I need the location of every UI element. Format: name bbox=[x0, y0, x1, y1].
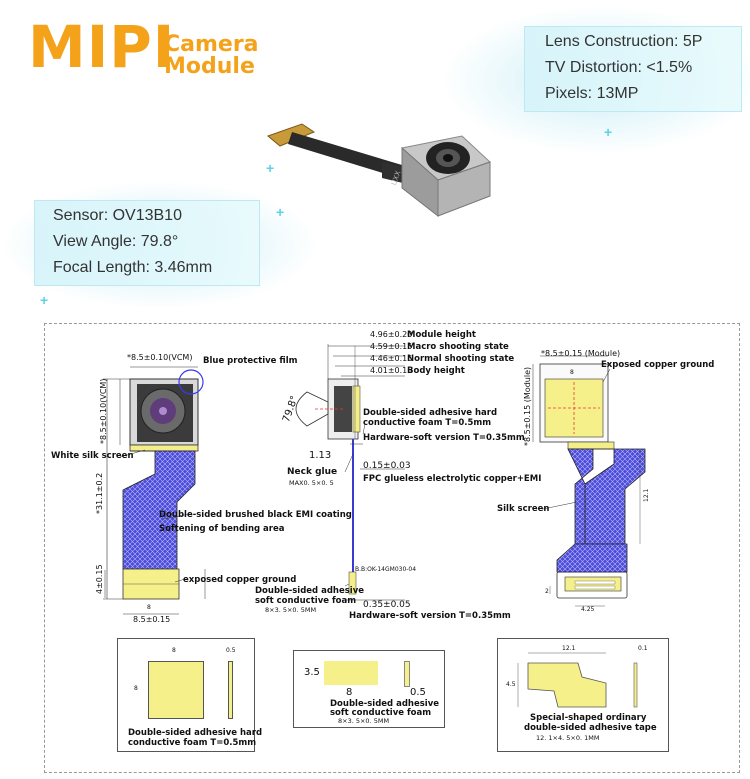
caption-detail1-1: Double-sided adhesive hard bbox=[128, 728, 263, 738]
dim-detail2-height: 3.5 bbox=[304, 667, 320, 678]
dim-detail3-thickness: 0.1 bbox=[638, 645, 648, 652]
dim-tail-425: 4.25 bbox=[581, 606, 595, 613]
dim-detail2-width: 8 bbox=[346, 687, 353, 698]
dim-height-body: 4.01±0.15 bbox=[370, 366, 413, 375]
spec-box-left: Sensor: OV13B10 View Angle: 79.8° Focal … bbox=[34, 200, 260, 286]
drawing-lines bbox=[103, 344, 646, 615]
spec-pixels: Pixels: 13MP bbox=[545, 85, 639, 102]
spec-sensor: Sensor: OV13B10 bbox=[53, 207, 182, 224]
dim-vcm-width: *8.5±0.10(VCM) bbox=[127, 353, 193, 362]
plus-decoration: + bbox=[40, 292, 49, 308]
caption-detail1-2: conductive foam T=0.5mm bbox=[128, 738, 257, 748]
label-white-silk: White silk screen bbox=[51, 451, 134, 461]
label-silk-screen: Silk screen bbox=[497, 504, 550, 514]
dim-back-length: 12.1 bbox=[643, 488, 650, 502]
detail-hard-foam: 8 0.5 8 Double-sided adhesive hard condu… bbox=[117, 638, 262, 752]
caption-detail2-dims: 8×3. 5×0. 5MM bbox=[338, 717, 390, 725]
technical-drawing: *8.5±0.10(VCM) Blue protective film *8.5… bbox=[44, 323, 740, 773]
plus-decoration: + bbox=[266, 160, 275, 176]
caption-detail3-dims: 12. 1×4. 5×0. 1MM bbox=[536, 734, 600, 742]
dim-detail3-height: 4.5 bbox=[506, 681, 516, 688]
plus-decoration: + bbox=[276, 204, 285, 220]
label-normal-shooting: Normal shooting state bbox=[407, 354, 515, 364]
spec-lens-construction: Lens Construction: 5P bbox=[545, 33, 703, 50]
title-camera-module: Camera Module bbox=[164, 34, 259, 78]
caption-detail3-1: Special-shaped ordinary bbox=[530, 713, 647, 723]
dim-height-module: 4.96±0.20 bbox=[370, 330, 413, 339]
dim-tail-thickness: 0.35±0.05 bbox=[363, 600, 411, 610]
label-soft-foam-dims: 8×3. 5×0. 5MM bbox=[265, 606, 317, 614]
foam-hard-square bbox=[148, 661, 204, 719]
label-neck-glue: Neck glue bbox=[287, 467, 338, 477]
caption-detail3-2: double-sided adhesive tape bbox=[524, 723, 657, 733]
caption-detail2-1: Double-sided adhesive bbox=[330, 699, 440, 709]
label-foam-top-1: Double-sided adhesive hard bbox=[363, 408, 498, 418]
label-copper-ground-front: exposed copper ground bbox=[183, 575, 297, 585]
label-blue-film: Blue protective film bbox=[203, 356, 298, 366]
dim-detail1-height: 8 bbox=[134, 685, 138, 692]
label-macro-shooting: Macro shooting state bbox=[407, 342, 509, 352]
dim-height-normal: 4.46±0.15 bbox=[370, 354, 413, 363]
foam-soft-rect bbox=[324, 661, 378, 685]
dim-module-height: *8.5±0.15 (Module) bbox=[523, 366, 532, 446]
caption-detail2-2: soft conductive foam bbox=[330, 708, 432, 718]
label-copper-ground-back: Exposed copper ground bbox=[601, 360, 715, 370]
plus-decoration: + bbox=[604, 124, 613, 140]
title-line-camera: Camera bbox=[164, 32, 259, 57]
camera-module-photo: UXX bbox=[267, 123, 491, 218]
dim-vcm-height: *8.5±0.10(VCM) bbox=[99, 378, 108, 444]
dim-back-small: 8 bbox=[570, 369, 574, 376]
dim-total-length: *31.1±0.2 bbox=[95, 472, 104, 514]
dim-detail1-thickness: 0.5 bbox=[226, 647, 236, 654]
foam-hard-thickness bbox=[228, 661, 233, 719]
label-fpc: FPC glueless electrolytic copper+EMI bbox=[363, 474, 542, 484]
label-soft-foam-2: soft conductive foam bbox=[255, 596, 357, 606]
label-body-height: Body height bbox=[407, 366, 465, 376]
dim-height-macro: 4.59±0.15 bbox=[370, 342, 413, 351]
dim-detail1-width: 8 bbox=[172, 647, 176, 654]
label-softening: Softening of bending area bbox=[159, 524, 285, 534]
detail-adhesive-tape: 12.1 0.1 4.5 Special-shaped ordinary dou… bbox=[497, 638, 669, 752]
dim-bottom-width: 8.5±0.15 bbox=[133, 615, 171, 624]
label-hardware-soft-top: Hardware-soft version T=0.35mm bbox=[363, 433, 525, 443]
spec-tv-distortion: TV Distortion: <1.5% bbox=[545, 59, 693, 76]
spec-box-right: Lens Construction: 5P TV Distortion: <1.… bbox=[524, 26, 742, 112]
label-foam-top-2: conductive foam T=0.5mm bbox=[363, 418, 492, 428]
tape-shape bbox=[517, 652, 638, 708]
dim-tail-height: 4±0.15 bbox=[95, 564, 104, 594]
detail-soft-foam: 3.5 8 0.5 Double-sided adhesive soft con… bbox=[293, 650, 445, 728]
dim-fpc-thickness: 0.15±0.03 bbox=[363, 461, 411, 471]
label-module-height: Module height bbox=[407, 330, 477, 340]
label-emi-coating: Double-sided brushed black EMI coating bbox=[159, 510, 352, 520]
title-mipi: MIPI bbox=[28, 13, 176, 81]
dim-tail-small: 8 bbox=[147, 604, 151, 611]
title-line-module: Module bbox=[164, 54, 255, 79]
spec-view-angle: View Angle: 79.8° bbox=[53, 233, 179, 250]
dim-neck: 1.13 bbox=[309, 450, 332, 461]
dim-module-width: *8.5±0.15 (Module) bbox=[541, 349, 621, 358]
label-part-number: B.B:OK-14GM030-04 bbox=[355, 566, 417, 573]
foam-soft-thickness bbox=[404, 661, 410, 687]
label-neck-max: MAX0. 5×0. 5 bbox=[289, 479, 334, 487]
label-hardware-soft-bottom: Hardware-soft version T=0.35mm bbox=[349, 611, 511, 621]
dim-detail3-width: 12.1 bbox=[562, 645, 576, 652]
dim-tail-2: 2 bbox=[545, 588, 549, 595]
spec-focal-length: Focal Length: 3.46mm bbox=[53, 259, 213, 276]
label-soft-foam-1: Double-sided adhesive bbox=[255, 586, 365, 596]
dim-detail2-thickness: 0.5 bbox=[410, 687, 426, 698]
